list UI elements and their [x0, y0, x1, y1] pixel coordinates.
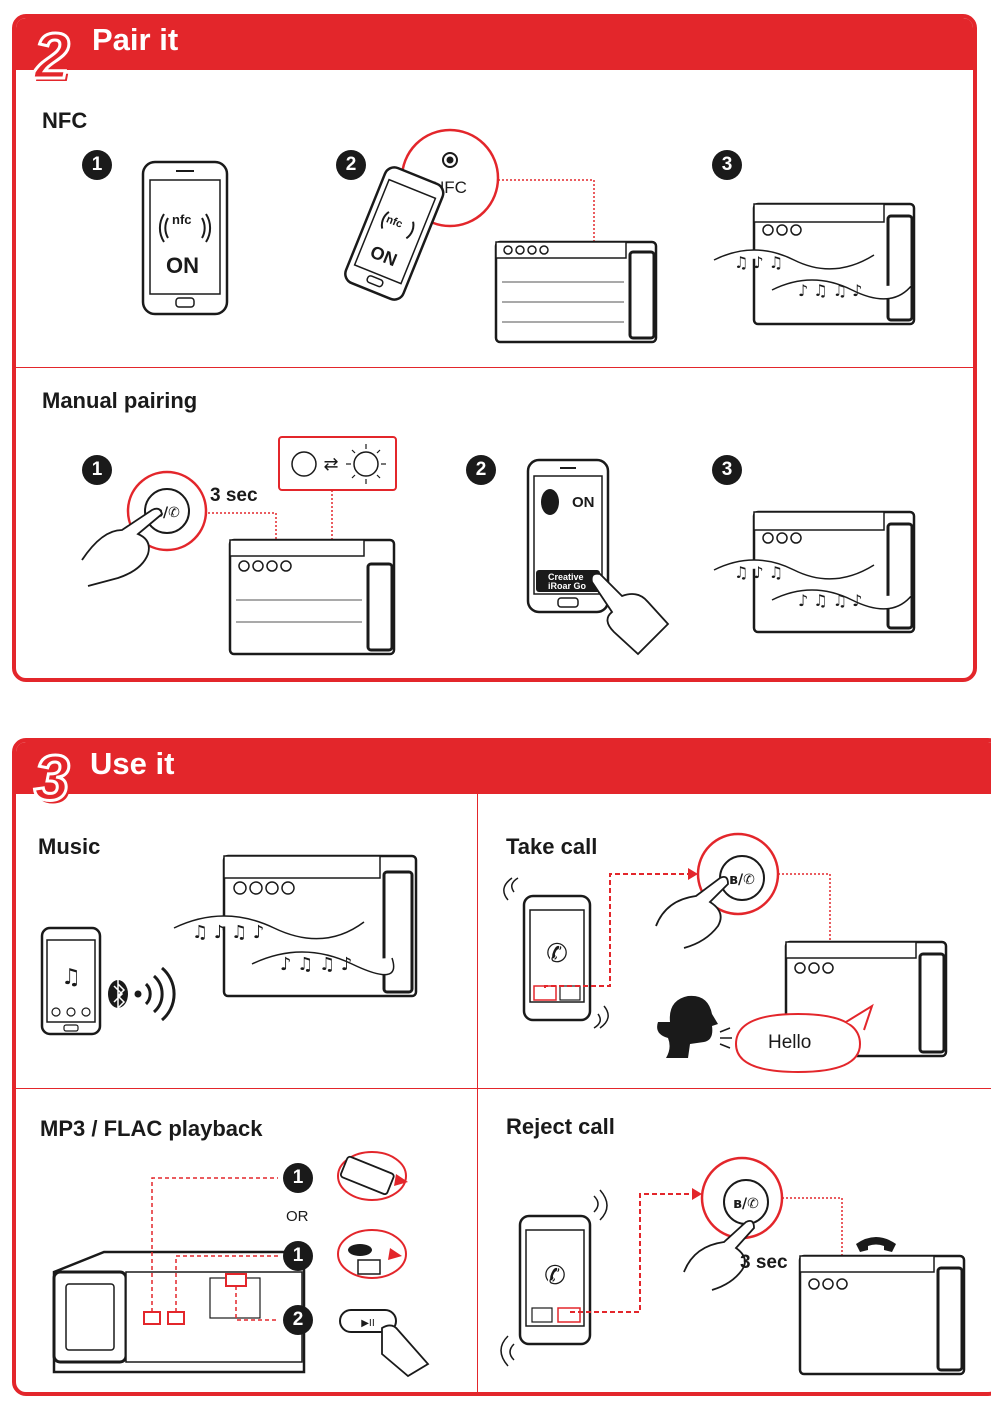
- use-it-number: 3: [34, 746, 70, 810]
- use-horizontal-divider: [16, 1088, 991, 1089]
- playback-art: ▶II: [40, 1148, 460, 1378]
- use-vertical-divider: [477, 792, 478, 1392]
- svg-text:♫ ♪ ♫ ♪: ♫ ♪ ♫ ♪: [192, 922, 264, 943]
- playback-heading: MP3 / FLAC playback: [40, 1116, 263, 1142]
- manual-step-2: 2: [466, 455, 496, 485]
- svg-text:✆: ✆: [546, 939, 568, 969]
- playback-step-1a: 1: [283, 1163, 313, 1193]
- playback-step-2: 2: [283, 1305, 313, 1335]
- device-name-line2: iRoar Go: [548, 581, 586, 591]
- tapping-hand-icon: [588, 570, 678, 654]
- manual-speaker: [228, 534, 398, 658]
- svg-text:ʙ/✆: ʙ/✆: [733, 1196, 759, 1212]
- reject-press-time: 3 sec: [740, 1252, 788, 1274]
- reject-call-art: ✆ ʙ/✆: [496, 1140, 976, 1380]
- manual-speaker-playing: ♫ ♪ ♫ ♪ ♫ ♫ ♪: [712, 508, 922, 636]
- svg-text:ʙ/✆: ʙ/✆: [729, 872, 755, 888]
- use-it-title: Use it: [90, 748, 174, 779]
- take-call-art: ✆ ʙ/✆: [480, 826, 960, 1088]
- svg-text:♪ ♫ ♫ ♪: ♪ ♫ ♫ ♪: [798, 591, 862, 610]
- svg-text:✆: ✆: [544, 1261, 566, 1291]
- svg-text:♫: ♫: [61, 965, 81, 990]
- ringing-phone-icon: ✆: [504, 878, 608, 1028]
- bt-on-label: ON: [572, 494, 595, 511]
- playback-or-label: OR: [286, 1208, 309, 1225]
- bluetooth-signal-icon: [104, 962, 184, 1026]
- music-speaker-playing: ♫ ♪ ♫ ♪ ♪ ♫ ♫ ♪: [172, 852, 422, 1002]
- manual-step-3: 3: [712, 455, 742, 485]
- music-heading: Music: [38, 834, 100, 860]
- svg-text:♪ ♫ ♫ ♪: ♪ ♫ ♫ ♪: [280, 954, 352, 975]
- svg-text:▶II: ▶II: [361, 1318, 375, 1329]
- speech-hello: Hello: [768, 1032, 811, 1054]
- playback-step-1b: 1: [283, 1241, 313, 1271]
- reject-call-heading: Reject call: [506, 1114, 615, 1140]
- music-phone: ♫: [40, 926, 102, 1036]
- svg-text:♫ ♪ ♫: ♫ ♪ ♫: [734, 563, 783, 582]
